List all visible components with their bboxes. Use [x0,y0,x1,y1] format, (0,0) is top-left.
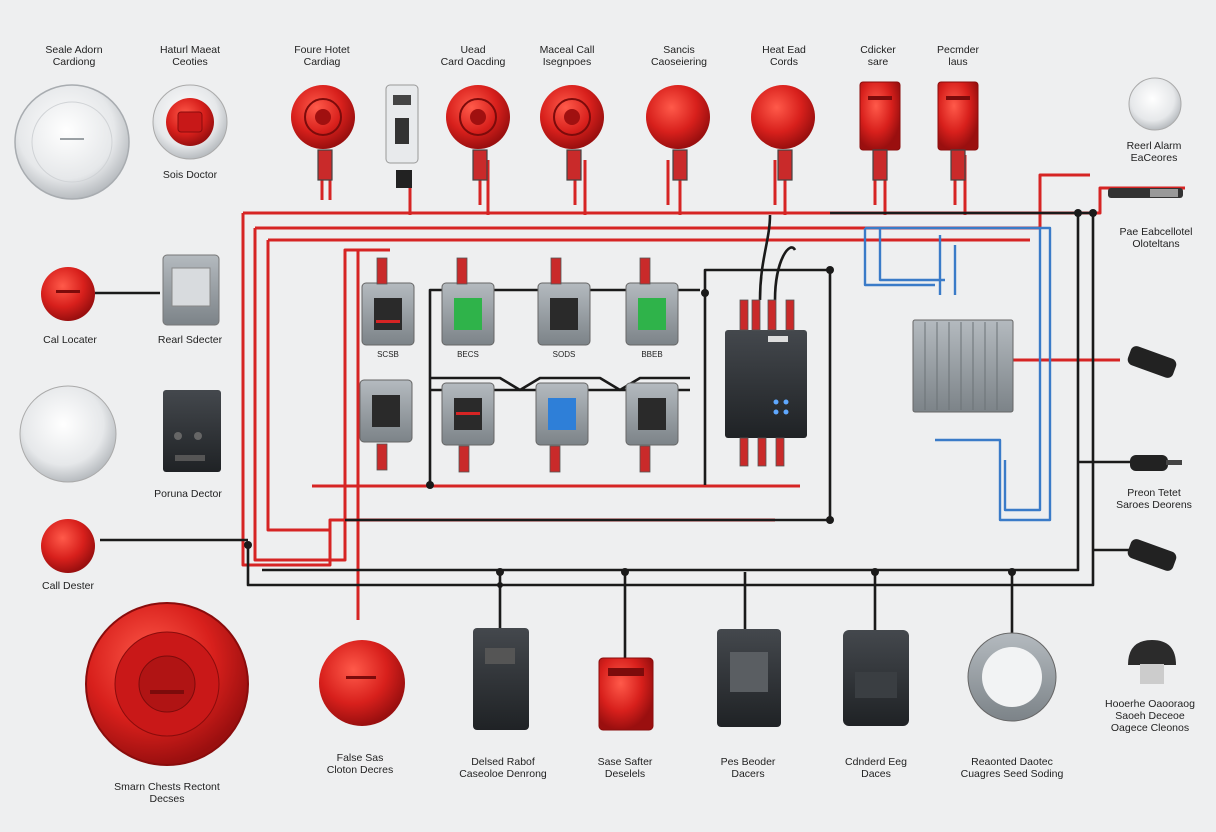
red-wire-loop-outer [243,186,1185,215]
label-bottom-4: Sase Safter Deselels [597,756,653,780]
module-row1-1 [361,282,415,346]
call-box-red-1 [859,81,901,151]
plug-connector-2 [1130,455,1182,471]
plug-connector-1 [1127,346,1177,378]
label-roarl-alarm: Reerl Alarm EaCeores [1126,140,1182,164]
label-prooh-tetet: Preon Tetet Saroes Deorens [1116,487,1192,511]
cable-probe-1 [1108,188,1183,198]
label-top-1: Seale Adorn Cardiong [45,44,103,68]
module-row2-2 [441,382,495,446]
call-point-red-bottom [598,657,654,731]
red-wire-loop-2 [255,173,1090,230]
module-row1-2 [441,282,495,346]
module-tag-4: BBEB [641,350,663,359]
smoke-detector-left-2 [19,385,117,483]
sounder-beacon-top [152,84,228,160]
module-row1-3 [537,282,591,346]
label-poruna-dector: Poruna Dector [154,488,222,500]
call-box-red-2 [937,81,979,151]
label-roarl-solecter: Rearl Sdecter [157,334,223,346]
label-bottom-5: Pes Beoder Dacers [720,756,776,780]
label-top-2: Haturl Maeat Ceoties [159,44,221,68]
label-top-8: Cdicker sare [860,44,896,68]
black-wire-bus-outer [246,213,1095,587]
interface-modules [359,257,679,473]
sounder-red-bottom [319,640,405,726]
black-wire-bus-inner [262,213,1080,572]
module-row2-4 [625,382,679,446]
manual-call-point-black [473,628,529,730]
large-sounder-red [85,602,249,766]
module-tag-1: SCSB [377,350,399,359]
module-row2-1 [359,379,413,443]
call-point-red-left-2 [41,519,95,573]
controller-black [843,630,909,726]
terminal-block-panel [912,319,1014,413]
label-top-7: Heat Ead Cords [762,44,806,68]
label-top-9: Pecmder laus [936,44,979,68]
label-call-locater: Cal Locater [43,334,97,346]
module-tag-2: BECS [457,350,479,359]
keypad-panel-black [717,629,781,727]
red-wire-loop-left-3 [266,240,330,532]
label-pae-eaboltoel: Pae Eabcellotel Oloteltans [1119,226,1193,250]
heat-detector-red-5 [751,85,815,149]
module-row2-3 [535,382,589,446]
blue-wire-loop [865,226,1052,522]
module-tag-3: SODS [552,350,576,359]
label-bottom-2: False Sas Cloton Decres [326,752,394,776]
module-row1-4 [625,282,679,346]
plug-connector-3 [1127,539,1177,571]
label-bottom-7: Reaonted Daotec Cuagres Seed Soding [960,756,1064,780]
relay-module-white [162,254,220,326]
call-point-red-left-1 [41,267,95,321]
beacon-black-right [1128,640,1176,684]
label-horoneshe: Hooerhe Oaooraog Saoeh Deceoe Oagece Cle… [1105,698,1195,734]
label-sos-doctor: Sois Doctor [162,169,218,181]
manual-call-point-white [385,84,419,188]
smoke-detector-top-right [1128,77,1182,131]
label-top-6: Sancis Caoseiering [650,44,708,68]
red-wire-loop-left-2 [253,228,390,562]
black-wire-module-loop-2 [428,288,700,485]
label-top-3: Foure Hotet Cardiag [294,44,350,68]
label-bottom-6: Cdnderd Eeg Daces [845,756,907,780]
label-top-4: Uead Card Oacding [440,44,506,68]
heat-detector-red-1 [291,85,355,149]
smoke-detector-grey-bottom [967,632,1057,722]
heat-detector-red-2 [446,85,510,149]
heat-detector-red-3 [540,85,604,149]
label-bottom-1: Smarn Chests Rectont Decses [114,781,220,805]
control-unit-dark-left [163,390,221,472]
fire-alarm-control-panel [725,299,807,467]
heat-detector-red-4 [646,85,710,149]
label-top-5: Maceal Call Isegnpoes [539,44,595,68]
label-bottom-3: Delsed Rabof Caseoloe Denrong [459,756,547,780]
wiring [95,155,1185,660]
label-call-desker: Call Dester [42,580,94,592]
smoke-detector-top-left [14,84,130,200]
top-device-connectors [317,149,966,181]
